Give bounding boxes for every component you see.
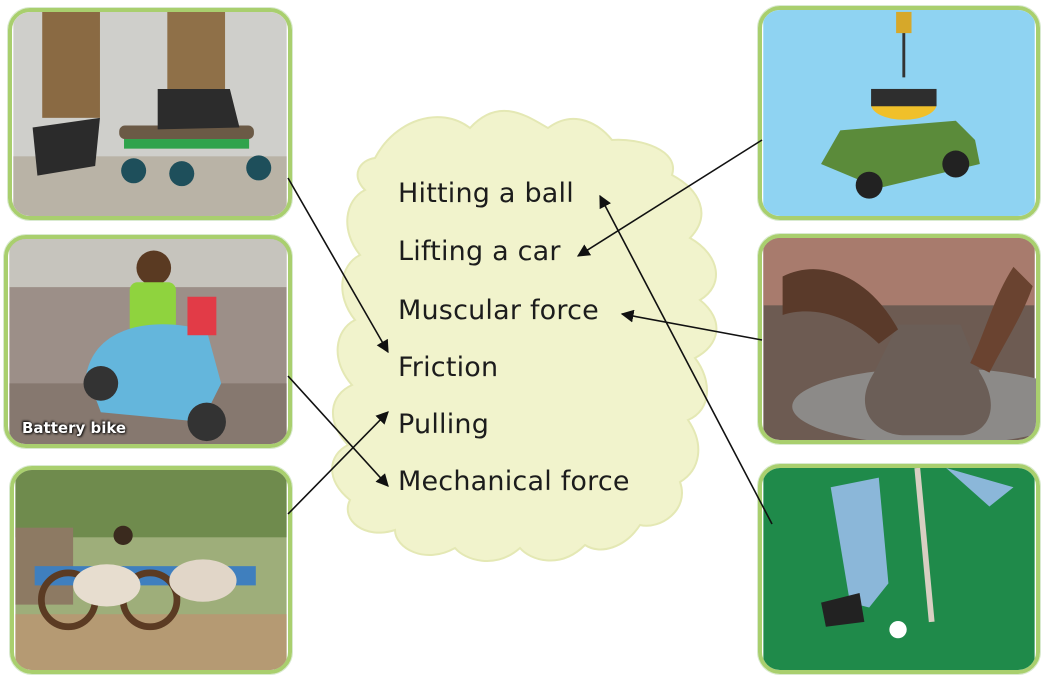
magnet-car-photo <box>758 6 1040 220</box>
phrase-muscular-force: Muscular force <box>398 295 599 326</box>
bullock-cart-photo <box>10 466 292 674</box>
hockey-photo <box>758 464 1040 674</box>
phrase-mechanical-force: Mechanical force <box>398 466 630 497</box>
battery-bike-caption: Battery bike <box>22 419 126 437</box>
phrase-lifting-a-car: Lifting a car <box>398 236 561 267</box>
skateboard-photo <box>8 8 292 220</box>
battery-bike-photo <box>4 235 292 448</box>
phrase-hitting-a-ball: Hitting a ball <box>398 178 574 209</box>
pottery-photo <box>758 234 1040 444</box>
phrase-friction: Friction <box>398 352 498 383</box>
phrase-pulling: Pulling <box>398 409 489 440</box>
